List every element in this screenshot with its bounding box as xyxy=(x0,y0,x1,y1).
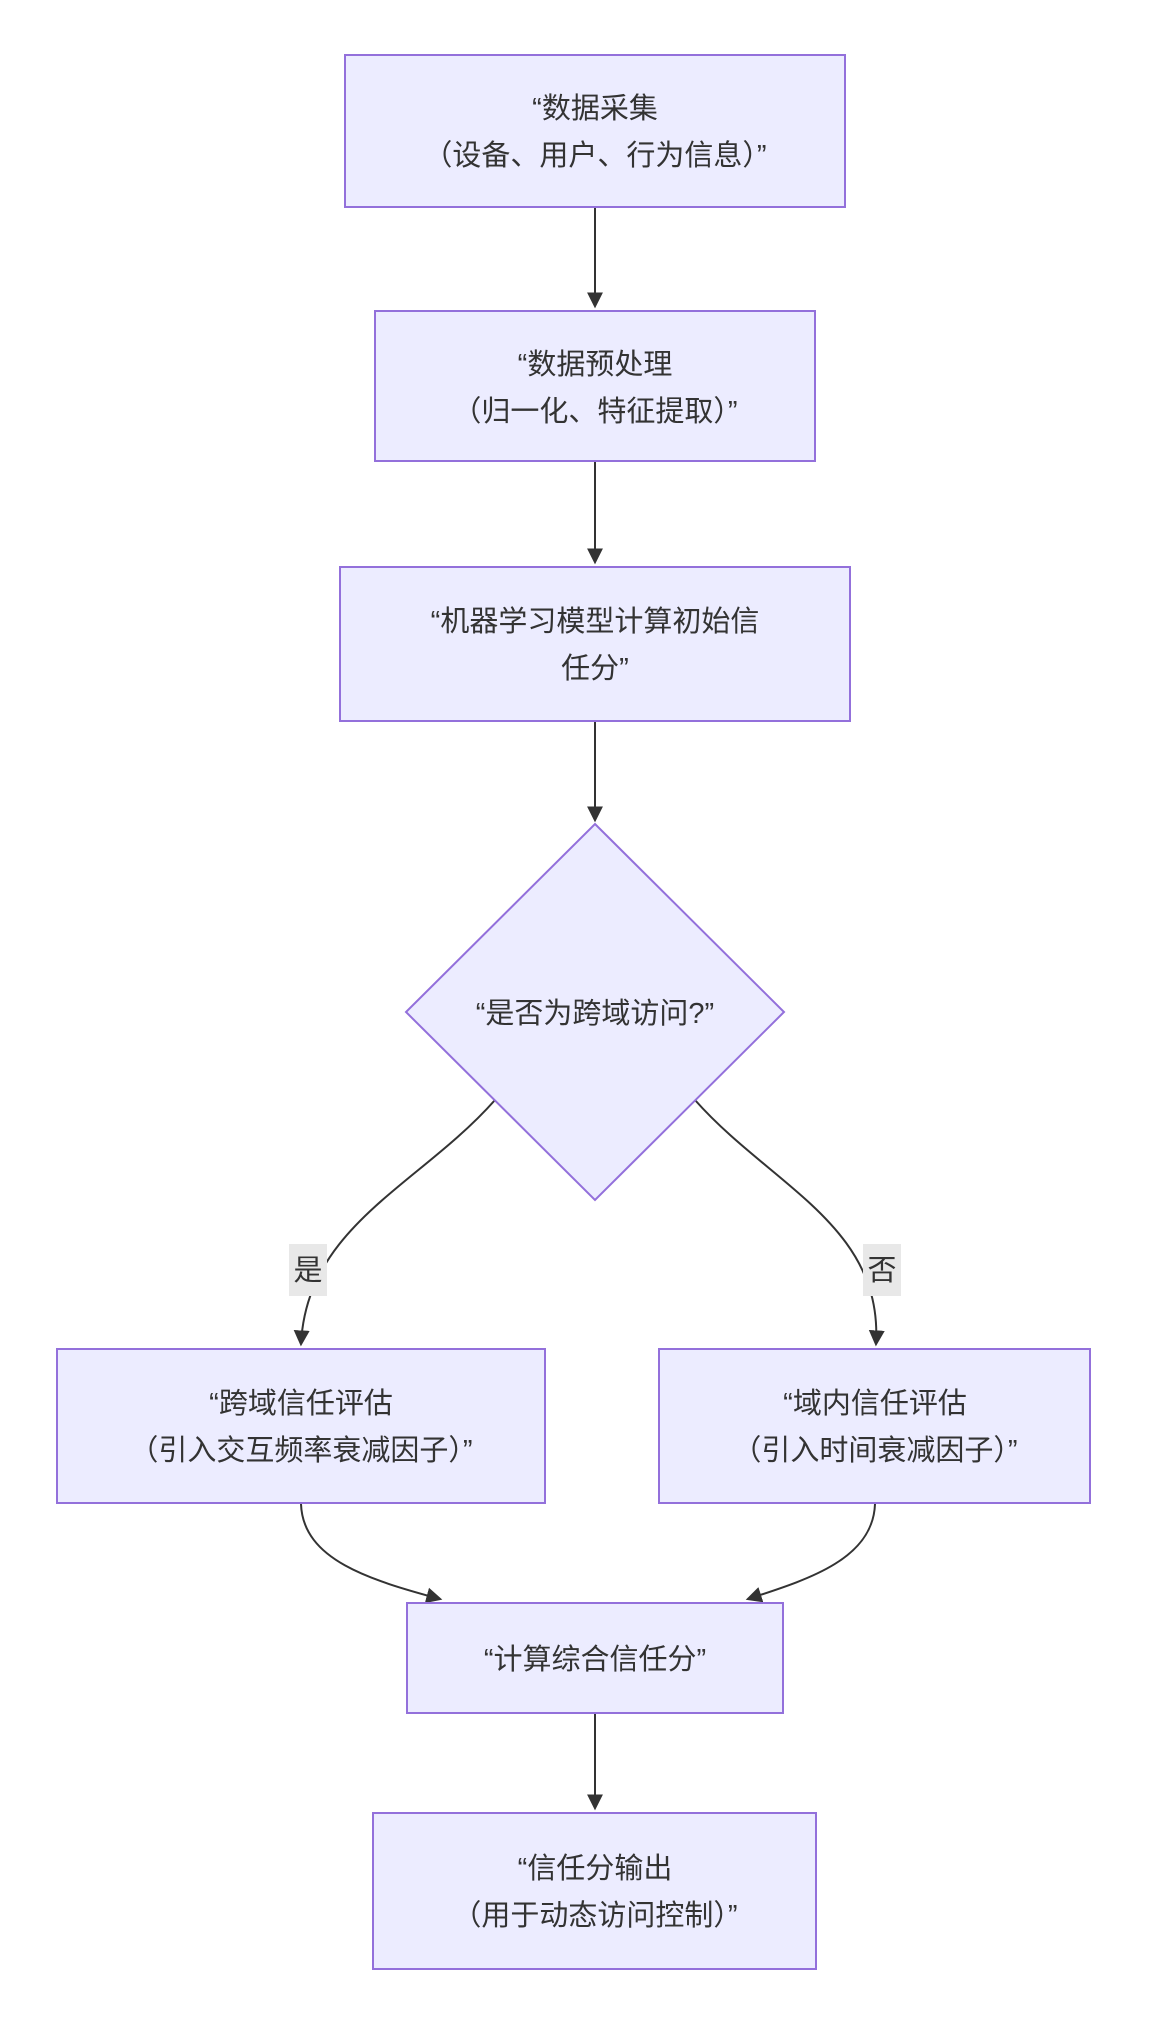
node-composite-score-box xyxy=(406,1602,784,1714)
node-ml-initial-score: “机器学习模型计算初始信 任分” xyxy=(339,566,851,722)
node-intra-domain-eval-box xyxy=(658,1348,1091,1504)
node-score-output-line1: “信任分输出 xyxy=(518,1852,673,1885)
node-cross-domain-eval-box xyxy=(56,1348,546,1504)
node-score-output: “信任分输出 （用于动态访问控制）” xyxy=(372,1812,817,1970)
node-ml-initial-score-line2: 任分” xyxy=(561,652,629,685)
decision-cross-domain-check: “是否为跨域访问?” xyxy=(404,822,786,1202)
edge-decision-no xyxy=(694,1099,885,1347)
node-score-output-line2: （用于动态访问控制）” xyxy=(452,1899,737,1932)
node-preprocessing-line2: （归一化、特征提取）” xyxy=(452,395,737,428)
node-composite-score-text: “计算综合信任分” xyxy=(484,1643,706,1676)
node-intra-domain-eval-line2: （引入时间衰减因子）” xyxy=(732,1434,1017,1467)
node-composite-score: “计算综合信任分” xyxy=(406,1602,784,1714)
edge-label-no: 否 xyxy=(863,1244,901,1296)
node-ml-initial-score-box xyxy=(339,566,851,722)
node-intra-domain-eval-line1: “域内信任评估 xyxy=(783,1387,967,1420)
decision-cross-domain-check-diamond xyxy=(404,822,786,1202)
node-cross-domain-eval: “跨域信任评估 （引入交互频率衰减因子）” xyxy=(56,1348,546,1504)
edge-decision-yes xyxy=(293,1099,496,1347)
node-data-collection-box xyxy=(344,54,846,208)
edge-crossdomain-to-composite xyxy=(300,1503,443,1604)
node-cross-domain-eval-line2: （引入交互频率衰减因子）” xyxy=(129,1434,472,1467)
edge-label-no-text: 否 xyxy=(867,1255,896,1287)
edge-label-yes-text: 是 xyxy=(293,1255,322,1287)
edge-label-no-background xyxy=(863,1244,901,1296)
node-data-collection-line2: （设备、用户、行为信息）” xyxy=(423,139,766,172)
node-preprocessing-line1: “数据预处理 xyxy=(518,348,673,381)
node-intra-domain-eval: “域内信任评估 （引入时间衰减因子）” xyxy=(658,1348,1091,1504)
node-cross-domain-eval-line1: “跨域信任评估 xyxy=(209,1387,393,1420)
decision-cross-domain-check-text: “是否为跨域访问?” xyxy=(476,997,714,1030)
edge-intradomain-to-composite xyxy=(745,1503,876,1603)
edge-label-yes-background xyxy=(289,1244,327,1296)
node-ml-initial-score-line1: “机器学习模型计算初始信 xyxy=(431,605,760,638)
node-preprocessing: “数据预处理 （归一化、特征提取）” xyxy=(374,310,816,462)
node-data-collection-line1: “数据采集 xyxy=(532,92,658,125)
node-data-collection: “数据采集 （设备、用户、行为信息）” xyxy=(344,54,846,208)
node-score-output-box xyxy=(372,1812,817,1970)
edge-label-yes: 是 xyxy=(289,1244,327,1296)
node-preprocessing-box xyxy=(374,310,816,462)
